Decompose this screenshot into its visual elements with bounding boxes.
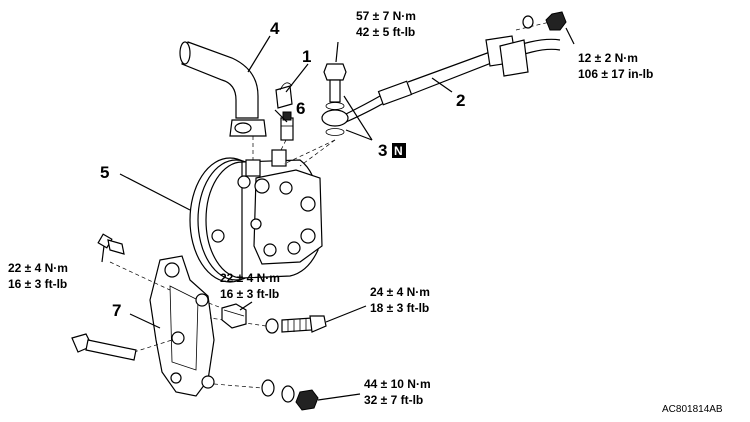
- torque-bracket-left-nm: 22 ± 4 N·m: [8, 261, 68, 275]
- torque-eye-bolt-nm: 57 ± 7 N·m: [356, 9, 416, 23]
- torque-specs: 57 ± 7 N·m 42 ± 5 ft-lb 12 ± 2 N·m 106 ±…: [8, 9, 653, 407]
- callout-5: 5: [100, 163, 109, 182]
- callout-7: 7: [112, 301, 121, 320]
- bracket-bolt-right: [265, 315, 327, 334]
- long-bolt: [71, 333, 137, 361]
- callout-3: 3: [378, 141, 387, 160]
- callout-6: 6: [296, 99, 305, 118]
- callout-1: 1: [302, 47, 311, 66]
- assembly-guide-lines: [252, 136, 336, 167]
- torque-pump-bolt-nm: 22 ± 4 N·m: [220, 271, 280, 285]
- torque-leaders: [101, 245, 367, 401]
- pressure-hose: [345, 11, 567, 123]
- callout-leaders: [119, 27, 575, 329]
- torque-pump-bolt-ftlb: 16 ± 3 ft-lb: [220, 287, 279, 301]
- lower-nut-set: [261, 379, 319, 411]
- callout-4: 4: [270, 19, 280, 38]
- eye-bolt: [321, 63, 349, 136]
- torque-clamp-nut-nm: 12 ± 2 N·m: [578, 51, 638, 65]
- hose-clip: [275, 82, 293, 109]
- torque-bracket-right-nm: 24 ± 4 N·m: [370, 285, 430, 299]
- figure-code: AC801814AB: [662, 404, 723, 415]
- callout-2: 2: [456, 91, 465, 110]
- callout-labels: 4 1 6 2 3 N 5 7: [100, 19, 465, 320]
- bracket-bolt-left: [97, 233, 125, 255]
- new-part-badge: [392, 143, 406, 158]
- pump-bracket: [109, 255, 267, 397]
- torque-bracket-right-ftlb: 18 ± 3 ft-lb: [370, 301, 429, 315]
- torque-eye-bolt-ftlb: 42 ± 5 ft-lb: [356, 25, 415, 39]
- torque-bracket-left-ftlb: 16 ± 3 ft-lb: [8, 277, 67, 291]
- power-steering-pump: [189, 149, 323, 283]
- torque-clamp-nut-inlb: 106 ± 17 in-lb: [578, 67, 653, 81]
- torque-lower-nut-ftlb: 32 ± 7 ft-lb: [364, 393, 423, 407]
- new-part-badge-letter: N: [394, 144, 403, 158]
- pressure-switch: [280, 111, 294, 141]
- torque-lower-nut-nm: 44 ± 10 N·m: [364, 377, 431, 391]
- pump-bolt: [221, 303, 247, 329]
- suction-hose: [179, 41, 267, 137]
